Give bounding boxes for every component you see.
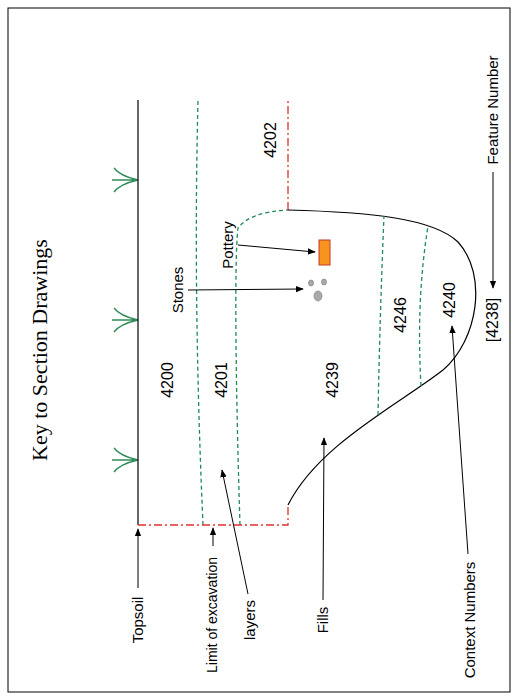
context-number: 4239	[324, 362, 342, 398]
context-number: 4240	[441, 282, 459, 318]
key-label: Limit of excavation	[205, 557, 220, 673]
layer-boundary	[236, 210, 288, 525]
stones-symbol	[309, 279, 327, 301]
leader-arrows	[138, 172, 493, 600]
ground-line	[137, 100, 138, 525]
context-number: 4201	[213, 362, 231, 398]
feature-number: [4238]	[484, 298, 502, 342]
feature-cut	[288, 210, 476, 505]
pottery-symbol	[319, 240, 330, 265]
key-label: layers	[242, 600, 259, 640]
limit-of-excavation	[287, 100, 288, 210]
key-label: Fills	[315, 607, 332, 634]
key-label: Feature Number	[485, 55, 502, 164]
grass-tufts	[112, 168, 138, 472]
find-label: Stones	[170, 267, 187, 314]
fill-boundary	[378, 216, 384, 415]
key-label: Context Numbers	[462, 562, 479, 679]
context-number: 4200	[159, 362, 177, 398]
key-label: Topsoil	[130, 597, 147, 644]
context-number: 4246	[392, 297, 410, 333]
context-number: 4202	[262, 122, 280, 158]
layer-boundary	[196, 100, 203, 525]
limit-of-excavation	[138, 505, 288, 525]
find-label: Pottery	[220, 221, 237, 269]
fill-boundary	[420, 226, 428, 386]
frame	[8, 8, 510, 692]
figure-title: Key to Section Drawings	[28, 239, 52, 461]
